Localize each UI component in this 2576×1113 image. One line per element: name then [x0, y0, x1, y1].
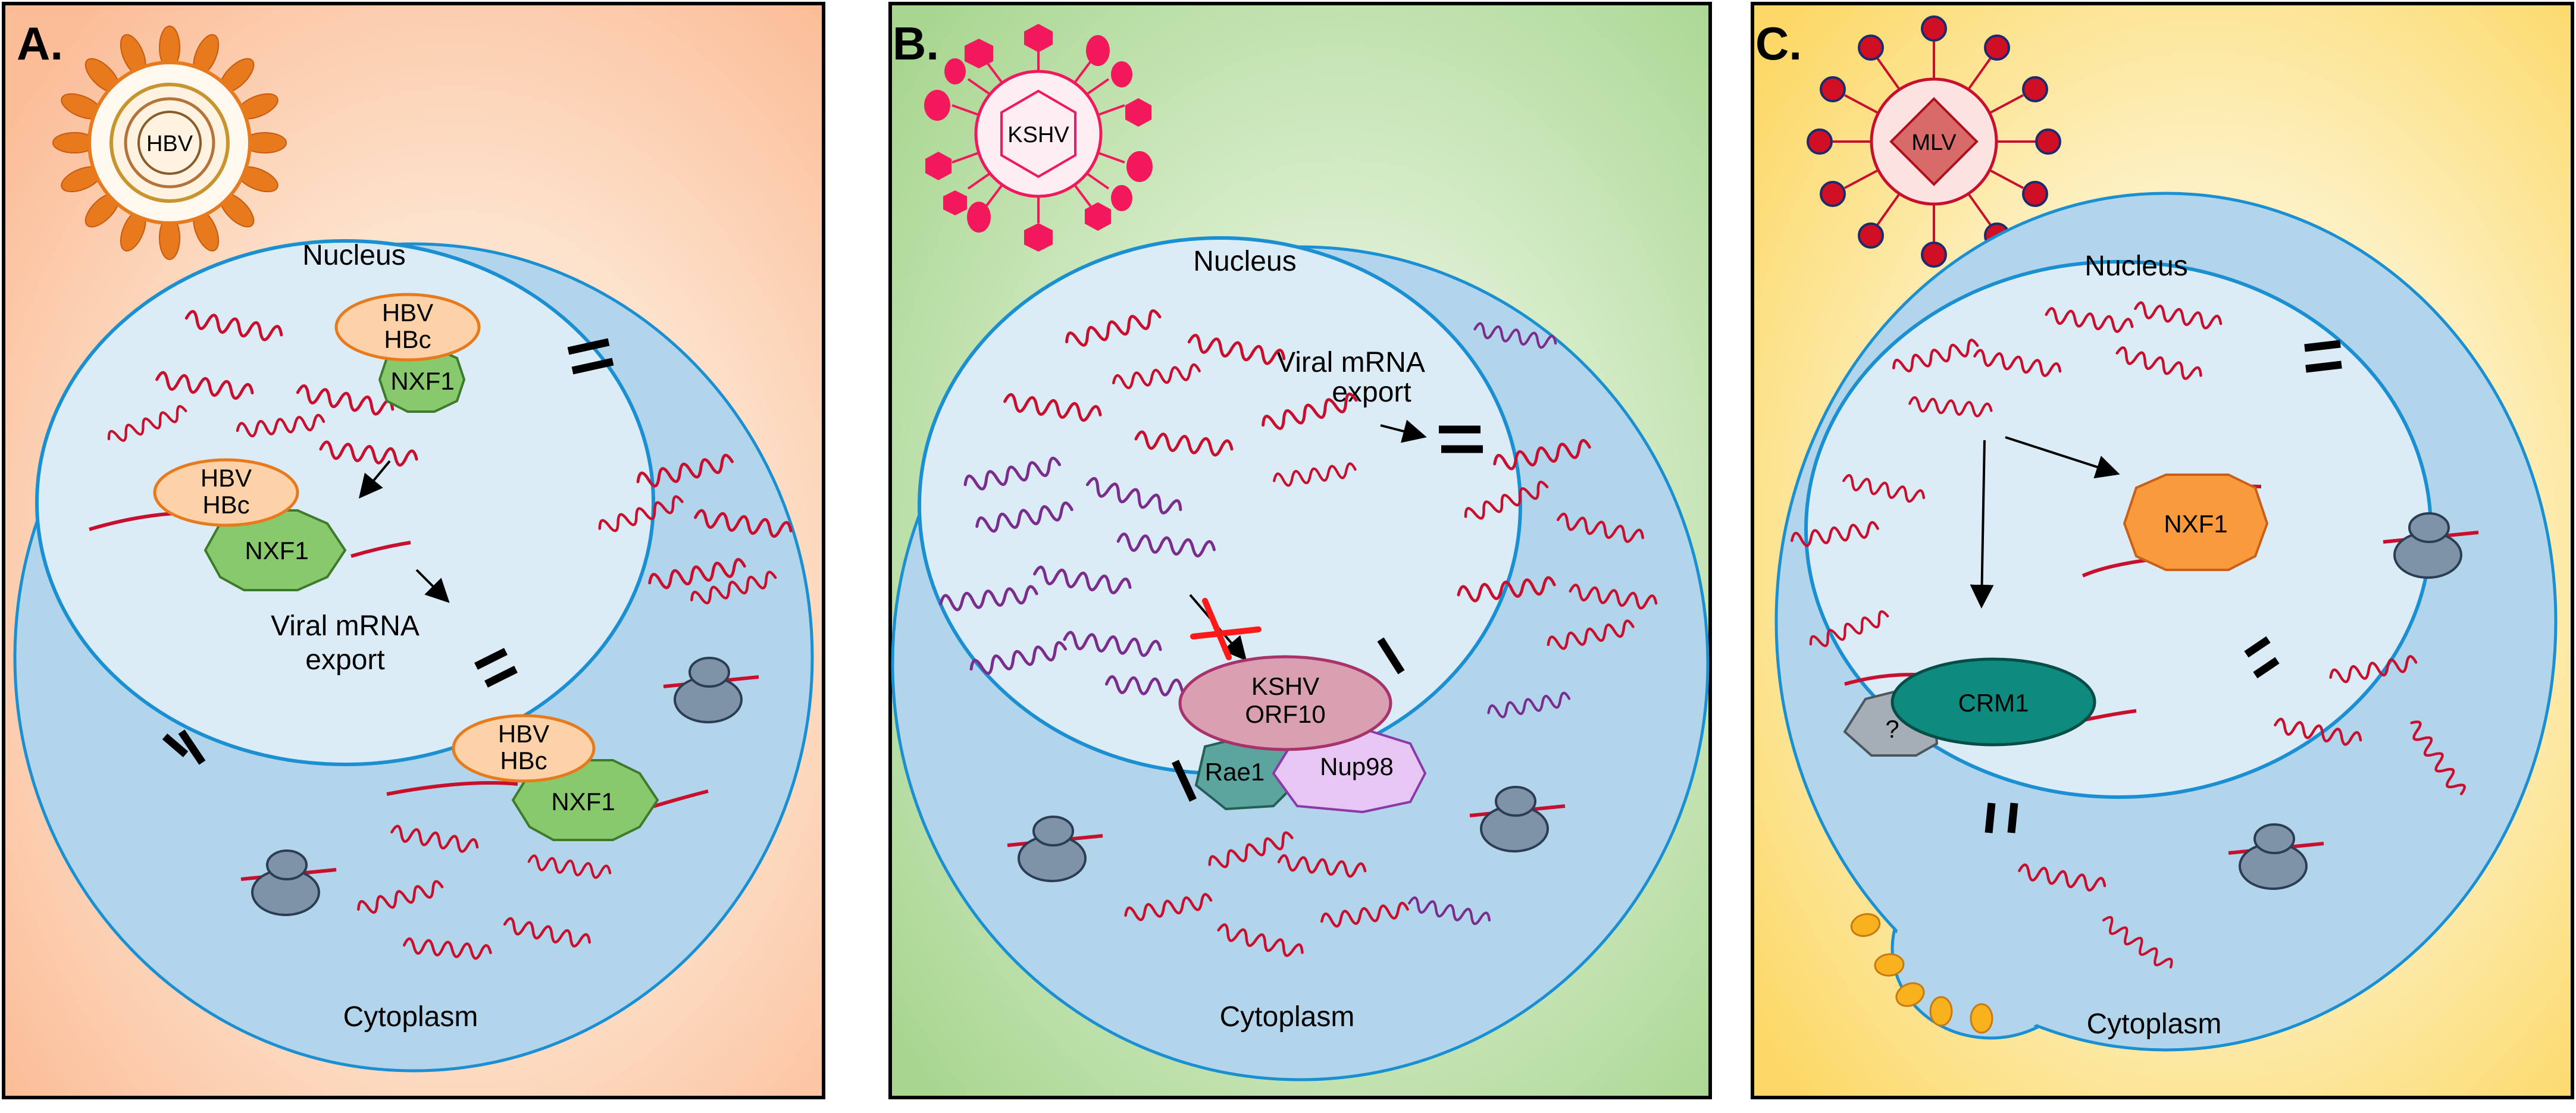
- panel-b-letter: B.: [893, 17, 939, 70]
- unknown-adaptor-label: ?: [1885, 715, 1899, 743]
- mlv-virion-label: MLV: [1911, 130, 1957, 155]
- panel-a-nuclear-pores: [162, 338, 614, 765]
- panel-a: A.: [2, 2, 825, 1099]
- panel-a-export-label-line2: export: [305, 644, 384, 676]
- crm1-label: CRM1: [1958, 689, 2029, 717]
- panel-c-cytoplasm-label: Cytoplasm: [2087, 1008, 2222, 1040]
- panel-c: C.: [1751, 2, 2574, 1099]
- panel-b-pore-complex: Rae1 Nup98 KSHV ORF10: [1178, 655, 1427, 814]
- panel-a-letter: A.: [17, 17, 63, 70]
- panel-a-complex-3-adaptor-line1: HBV: [498, 720, 549, 748]
- panel-a-nucleus-label: Nucleus: [302, 240, 405, 271]
- panel-b-export-label-line2: export: [1332, 377, 1411, 408]
- kshv-virion-icon: KSHV: [924, 24, 1153, 252]
- panel-b-nucleus-label: Nucleus: [1193, 246, 1296, 277]
- orf10-label-line2: ORF10: [1245, 700, 1325, 728]
- panel-c-crm1-complex: ? CRM1: [1843, 657, 2137, 757]
- rae1-label: Rae1: [1205, 758, 1264, 786]
- panel-c-nuclear-pores: [1985, 340, 2342, 833]
- panel-c-nxf1-label: NXF1: [2164, 510, 2227, 538]
- panel-b-block-cross-icon: [1190, 598, 1262, 660]
- orf10-label-line1: KSHV: [1251, 672, 1319, 700]
- crm1-shape: [1890, 657, 2096, 747]
- panel-a-complex-1-adaptor-line2: HBc: [384, 325, 431, 353]
- panel-a-complex-3-adaptor-line2: HBc: [500, 747, 547, 775]
- panel-a-complex-1-adaptor-line1: HBV: [382, 299, 433, 327]
- panel-b: B.: [888, 2, 1712, 1099]
- panel-a-cytoplasm-label: Cytoplasm: [343, 1001, 478, 1033]
- panel-c-nxf1-complex: NXF1: [2082, 474, 2269, 578]
- panel-a-complex-2-adaptor-line2: HBc: [202, 491, 249, 519]
- panel-c-nucleus-label: Nucleus: [2084, 250, 2187, 282]
- panel-a-export-label-line1: Viral mRNA: [271, 610, 420, 642]
- hbv-virion-label: HBV: [146, 131, 193, 156]
- panel-a-complex-3-receptor: NXF1: [551, 788, 615, 816]
- panel-a-complex-1-receptor: NXF1: [390, 367, 454, 395]
- panel-a-complex-2-adaptor-line1: HBV: [201, 464, 252, 492]
- panel-c-letter: C.: [1755, 17, 1802, 70]
- panel-a-complex-2: NXF1 HBV HBc: [89, 458, 411, 591]
- panel-b-nuclear-pores: [1172, 425, 1483, 802]
- panel-a-complex-2-receptor: NXF1: [245, 537, 308, 565]
- hbv-virion-icon: HBV: [52, 26, 287, 260]
- panel-a-nucleus: [35, 239, 655, 766]
- panel-a-complex-1: NXF1 HBV HBc: [334, 293, 481, 413]
- panel-b-export-label-line1: Viral mRNA: [1276, 347, 1425, 378]
- panel-c-budding-virions: [1850, 913, 1993, 1034]
- kshv-virion-label: KSHV: [1007, 123, 1069, 148]
- panel-a-complex-3: NXF1 HBV HBc: [386, 714, 709, 841]
- panel-b-cytoplasm-label: Cytoplasm: [1220, 1001, 1355, 1033]
- orf10-shape: [1178, 655, 1392, 751]
- nup98-label: Nup98: [1320, 753, 1394, 780]
